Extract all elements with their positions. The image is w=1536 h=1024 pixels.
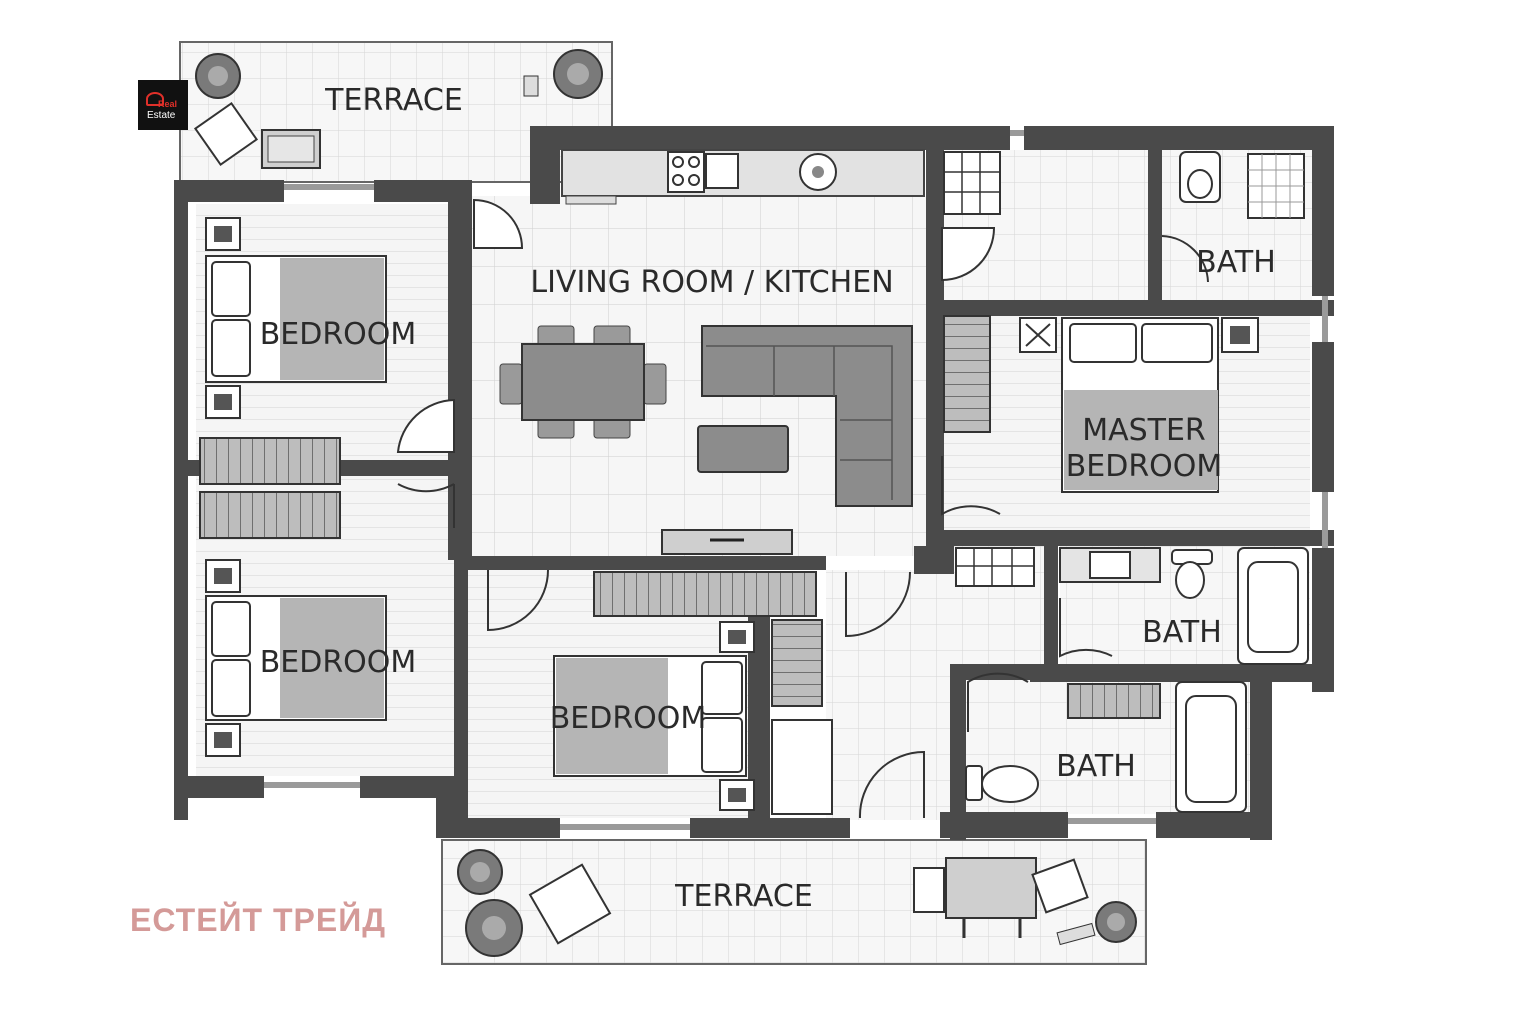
- bedroom-3-label: BEDROOM: [550, 701, 707, 736]
- logo-text-bottom: Estate: [147, 110, 176, 121]
- tv-unit: [661, 529, 793, 555]
- bath-bottom-label: BATH: [1056, 749, 1136, 784]
- terrace-bottom-label: TERRACE: [674, 879, 813, 914]
- logo-text-top: Real: [158, 99, 178, 109]
- bedroom-2-label: BEDROOM: [260, 645, 417, 680]
- master-bedroom-label-line2: BEDROOM: [1066, 449, 1223, 484]
- doors: [396, 198, 1209, 819]
- laundry-cabinet: [955, 547, 1035, 587]
- utility-room: [943, 151, 1001, 215]
- master-bedroom-label-line1: MASTER: [1082, 413, 1206, 448]
- terrace-top-label: TERRACE: [324, 83, 463, 118]
- bath-top-label: BATH: [1196, 245, 1276, 280]
- terrace-top-furniture: [193, 49, 603, 169]
- bedroom-3-furniture: [553, 571, 833, 815]
- bath-bottom-fixtures: [965, 681, 1247, 813]
- bath-top-fixtures: [1179, 151, 1305, 219]
- terrace-bottom-furniture: [457, 849, 1137, 957]
- bedroom-1-furniture: [199, 217, 387, 539]
- kitchen-counter: [561, 149, 925, 205]
- master-bedroom-furniture: [943, 315, 1259, 493]
- dining-table: [499, 325, 667, 439]
- living-kitchen-label: LIVING ROOM / KITCHEN: [530, 265, 893, 300]
- bedroom-1-label: BEDROOM: [260, 317, 417, 352]
- watermark-text: ЕСТЕЙТ ТРЕЙД: [130, 902, 387, 938]
- bath-mid-label: BATH: [1142, 615, 1222, 650]
- walls: [174, 126, 1334, 840]
- bedroom-2-furniture: [205, 559, 387, 757]
- room-labels: TERRACE LIVING ROOM / KITCHEN BATH BEDRO…: [260, 83, 1276, 914]
- sofa: [697, 325, 913, 507]
- bath-mid-fixtures: [1059, 547, 1309, 665]
- house-icon: [146, 92, 164, 106]
- real-estate-logo: Real Estate: [138, 80, 188, 130]
